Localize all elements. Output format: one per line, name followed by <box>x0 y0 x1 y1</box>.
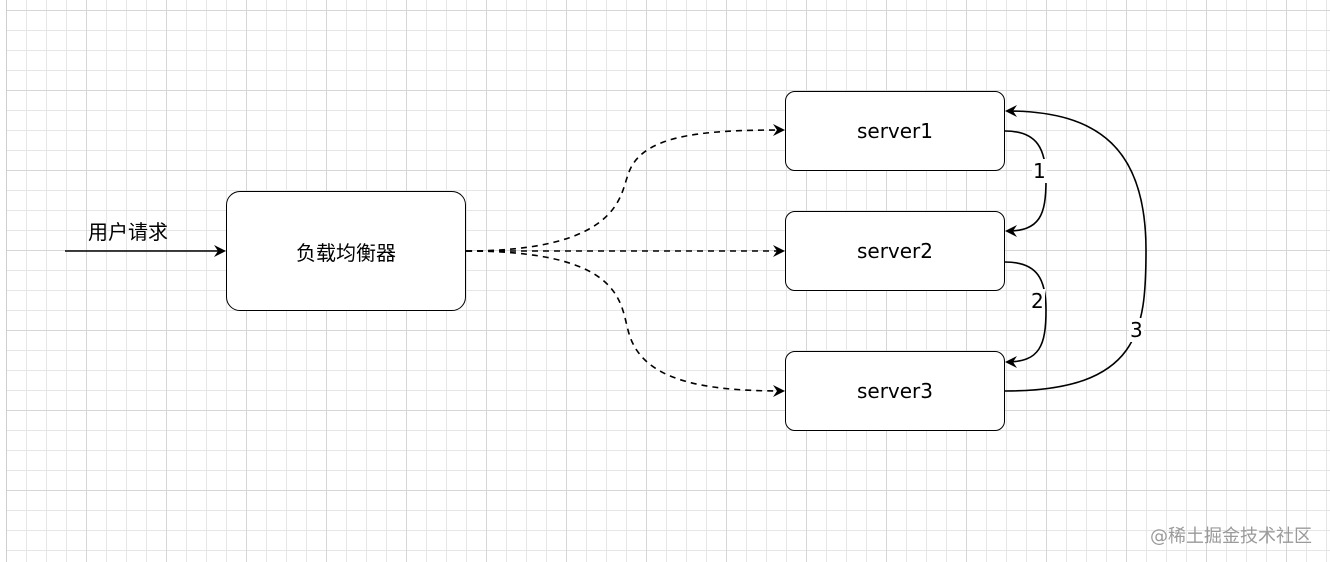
server1-label: server1 <box>856 119 934 143</box>
lb-to-server3-connector <box>465 250 785 397</box>
server1-node[interactable]: server1 <box>785 91 1005 171</box>
server2-node[interactable]: server2 <box>785 211 1005 291</box>
link-label-2: 2 <box>1030 289 1045 313</box>
server3-to-server1-connector <box>1004 105 1147 392</box>
load-balancer-node[interactable]: 负载均衡器 <box>226 191 466 311</box>
link-label-1: 1 <box>1032 159 1047 183</box>
load-balancer-label: 负载均衡器 <box>296 240 396 265</box>
canvas-left-edge <box>0 0 7 562</box>
server3-node[interactable]: server3 <box>785 351 1005 431</box>
lb-to-server1-connector <box>465 124 785 252</box>
link-label-3: 3 <box>1129 318 1144 342</box>
server2-to-server3-connector <box>1004 261 1047 368</box>
user-request-label: 用户请求 <box>88 220 168 244</box>
watermark-text: @稀土掘金技术社区 <box>1150 526 1312 547</box>
server3-label: server3 <box>856 379 934 403</box>
server2-label: server2 <box>856 239 934 263</box>
